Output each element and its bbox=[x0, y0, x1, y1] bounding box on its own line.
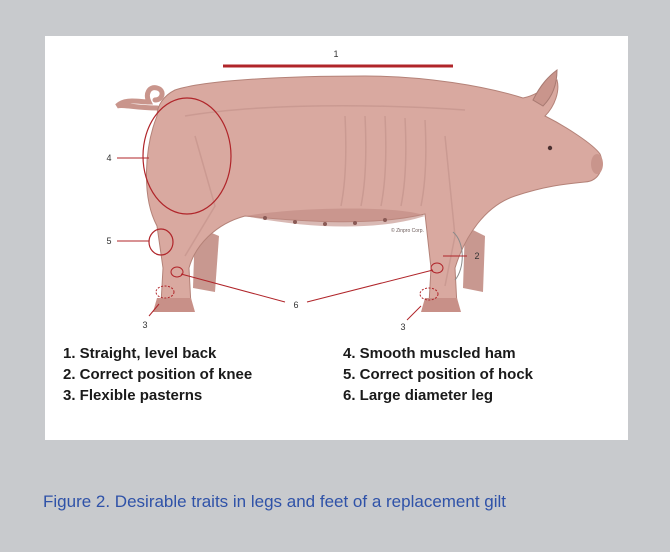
front-hoof bbox=[421, 298, 461, 312]
copyright-mark: © Zinpro Corp. bbox=[391, 227, 424, 234]
pig-snout bbox=[591, 154, 603, 174]
legend-item-2: 2. Correct position of knee bbox=[63, 365, 343, 384]
legend-item-1: 1. Straight, level back bbox=[63, 344, 343, 363]
legend-item-6: 6. Large diameter leg bbox=[343, 386, 613, 405]
figure-caption: Figure 2. Desirable traits in legs and f… bbox=[43, 492, 506, 512]
legend-item-3: 3. Flexible pasterns bbox=[63, 386, 343, 405]
legend-item-5: 5. Correct position of hock bbox=[343, 365, 613, 384]
callout-2-label: 2 bbox=[474, 251, 479, 261]
pig-body bbox=[117, 70, 603, 312]
callout-3-front-arrow bbox=[407, 306, 421, 320]
trait-legend: 1. Straight, level back 4. Smooth muscle… bbox=[63, 344, 623, 405]
callout-5-label: 5 bbox=[106, 236, 111, 246]
callout-3-hind-label: 3 bbox=[142, 320, 147, 330]
figure-card: 1 4 5 2 6 3 3 © Zinpro Corp. 1. Straight… bbox=[45, 36, 628, 440]
callout-6-label: 6 bbox=[293, 300, 298, 310]
pig-tail bbox=[117, 88, 162, 108]
legend-item-4: 4. Smooth muscled ham bbox=[343, 344, 613, 363]
callout-4-label: 4 bbox=[106, 153, 111, 163]
hind-hoof bbox=[153, 298, 195, 312]
callout-6-line-right bbox=[307, 270, 433, 302]
pig-illustration: 1 4 5 2 6 3 3 © Zinpro Corp. bbox=[45, 36, 628, 336]
pig-eye bbox=[548, 146, 552, 150]
callout-1-label: 1 bbox=[333, 49, 338, 59]
callout-3-front-label: 3 bbox=[400, 322, 405, 332]
